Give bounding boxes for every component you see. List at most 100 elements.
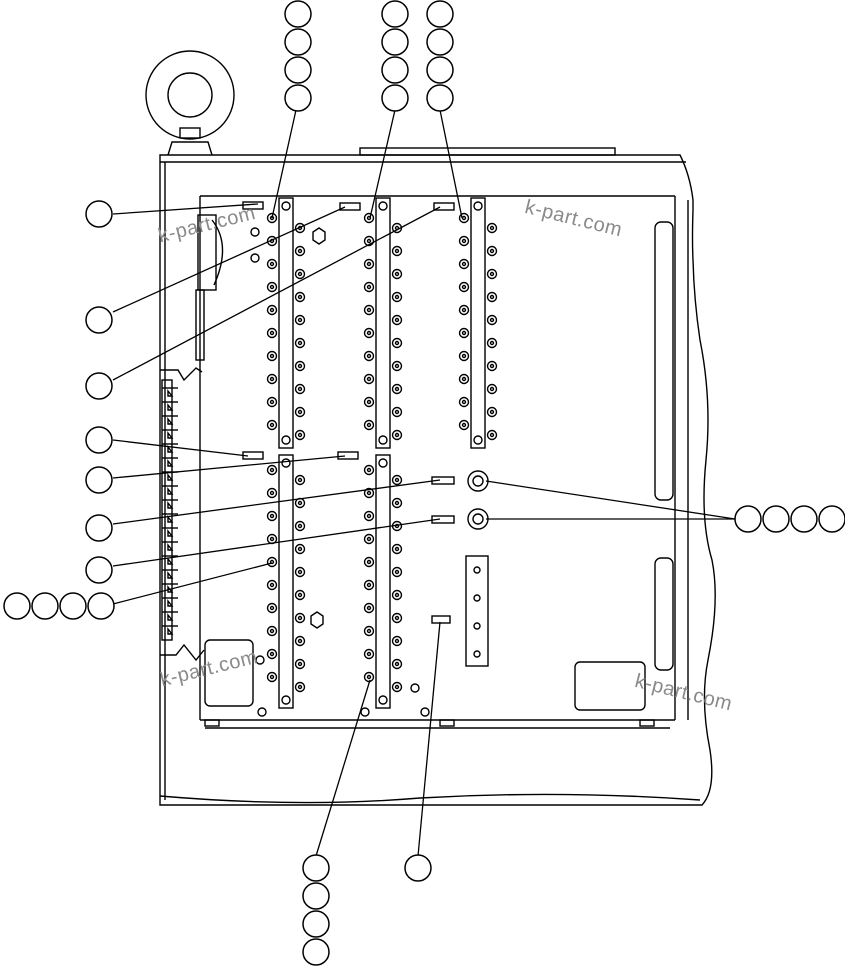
terminal-screw — [294, 658, 306, 670]
callout-balloon — [734, 505, 762, 533]
callout-balloon — [85, 426, 113, 454]
terminal-screw — [363, 373, 375, 385]
terminal-screw — [266, 327, 278, 339]
terminal-screw — [363, 258, 375, 270]
terminal-screw — [391, 337, 403, 349]
callout-balloon — [302, 910, 330, 938]
terminal-screw — [266, 579, 278, 591]
terminal-screw — [458, 235, 470, 247]
callout-balloon — [381, 28, 409, 56]
terminal-screw — [266, 487, 278, 499]
terminal-screw — [486, 268, 498, 280]
callout-balloon — [59, 592, 87, 620]
terminal-screw — [294, 406, 306, 418]
terminal-screw — [294, 589, 306, 601]
terminal-screw — [458, 419, 470, 431]
mounting-holes — [250, 227, 430, 717]
terminal-screw — [391, 543, 403, 555]
terminal-screw — [266, 281, 278, 293]
terminal-screw — [363, 579, 375, 591]
callout-balloon — [818, 505, 845, 533]
terminal-screw — [363, 625, 375, 637]
terminal-screw — [294, 612, 306, 624]
terminal-screw — [266, 396, 278, 408]
terminal-screw — [294, 383, 306, 395]
terminal-screw — [363, 510, 375, 522]
terminal-screw — [391, 681, 403, 693]
terminal-screw — [486, 337, 498, 349]
terminal-screw — [486, 314, 498, 326]
terminal-screw — [486, 291, 498, 303]
terminal-screw — [391, 245, 403, 257]
callout-balloon — [381, 56, 409, 84]
callout-balloon — [85, 466, 113, 494]
terminal-screw — [294, 543, 306, 555]
terminal-screw — [458, 304, 470, 316]
terminal-screw — [294, 291, 306, 303]
terminal-screw — [294, 566, 306, 578]
callout-balloon — [85, 306, 113, 334]
callout-balloons — [3, 0, 845, 966]
terminal-screw — [294, 520, 306, 532]
terminal-screw — [363, 419, 375, 431]
terminal-screw — [266, 625, 278, 637]
callout-balloon — [302, 938, 330, 966]
terminal-screw — [458, 281, 470, 293]
terminal-screw — [363, 281, 375, 293]
callout-balloon — [284, 56, 312, 84]
terminal-screw — [266, 510, 278, 522]
terminal-screw — [391, 612, 403, 624]
terminal-screw — [486, 406, 498, 418]
callout-balloon — [284, 84, 312, 112]
callout-balloon — [426, 28, 454, 56]
terminal-screw — [363, 648, 375, 660]
terminal-screw — [458, 327, 470, 339]
left-edge-detail — [160, 214, 224, 662]
terminal-screw — [363, 556, 375, 568]
terminal-screw — [294, 474, 306, 486]
terminal-strip-c — [458, 197, 498, 449]
terminal-screw — [266, 419, 278, 431]
callout-balloon — [284, 28, 312, 56]
terminal-screw — [486, 383, 498, 395]
terminal-screw — [266, 350, 278, 362]
terminal-screw — [363, 533, 375, 545]
terminal-screw — [363, 212, 375, 224]
terminal-screw — [391, 589, 403, 601]
terminal-screw — [294, 635, 306, 647]
terminal-screw — [294, 268, 306, 280]
terminal-screw — [266, 648, 278, 660]
callout-balloon — [85, 556, 113, 584]
callout-balloon — [426, 84, 454, 112]
terminal-screw — [363, 396, 375, 408]
terminal-screw — [391, 360, 403, 372]
terminal-screw — [363, 350, 375, 362]
terminal-strip-a — [266, 197, 306, 449]
terminal-screw — [391, 635, 403, 647]
terminal-strip-b — [363, 197, 403, 449]
terminal-screw — [391, 314, 403, 326]
terminal-screw — [363, 235, 375, 247]
terminal-screw — [266, 602, 278, 614]
terminal-screw — [391, 268, 403, 280]
terminal-screw — [486, 429, 498, 441]
terminal-screw — [391, 566, 403, 578]
terminal-screw — [294, 360, 306, 372]
leader-lines — [112, 109, 736, 857]
terminal-screw — [363, 487, 375, 499]
callout-balloon — [302, 882, 330, 910]
terminal-screw — [363, 327, 375, 339]
callout-balloon — [302, 854, 330, 882]
terminal-screw — [294, 429, 306, 441]
terminal-screw — [458, 373, 470, 385]
terminal-screw — [294, 337, 306, 349]
terminal-screw — [391, 474, 403, 486]
terminal-screw — [294, 681, 306, 693]
terminal-screw — [363, 464, 375, 476]
terminal-strip-d — [266, 454, 306, 709]
terminal-screw — [391, 497, 403, 509]
terminal-screw — [266, 258, 278, 270]
terminal-screw — [266, 373, 278, 385]
